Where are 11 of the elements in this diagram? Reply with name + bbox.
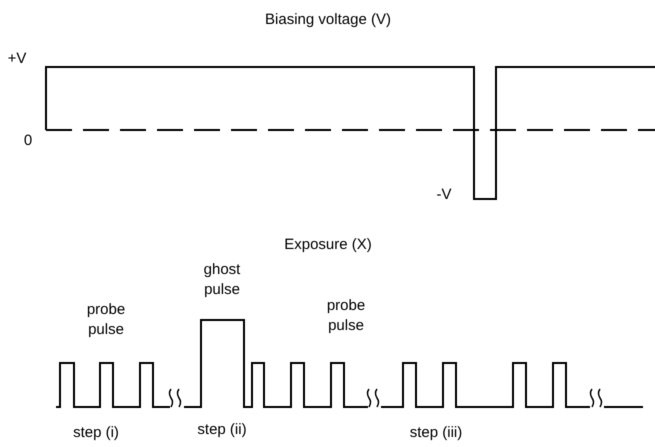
- step-label: step (ii): [196, 420, 248, 440]
- step-label: step (iii): [408, 423, 464, 443]
- chart-title: Biasing voltage (V): [264, 10, 392, 30]
- level-label: 0: [22, 131, 34, 151]
- pulse-label: ghost pulse: [202, 260, 242, 300]
- pulse-label: probe pulse: [326, 296, 366, 336]
- step-label: step (i): [72, 423, 120, 443]
- chart-title: Exposure (X): [283, 235, 373, 255]
- level-label: -V: [436, 185, 452, 205]
- pulse-label: probe pulse: [86, 300, 126, 340]
- level-label: +V: [6, 49, 28, 69]
